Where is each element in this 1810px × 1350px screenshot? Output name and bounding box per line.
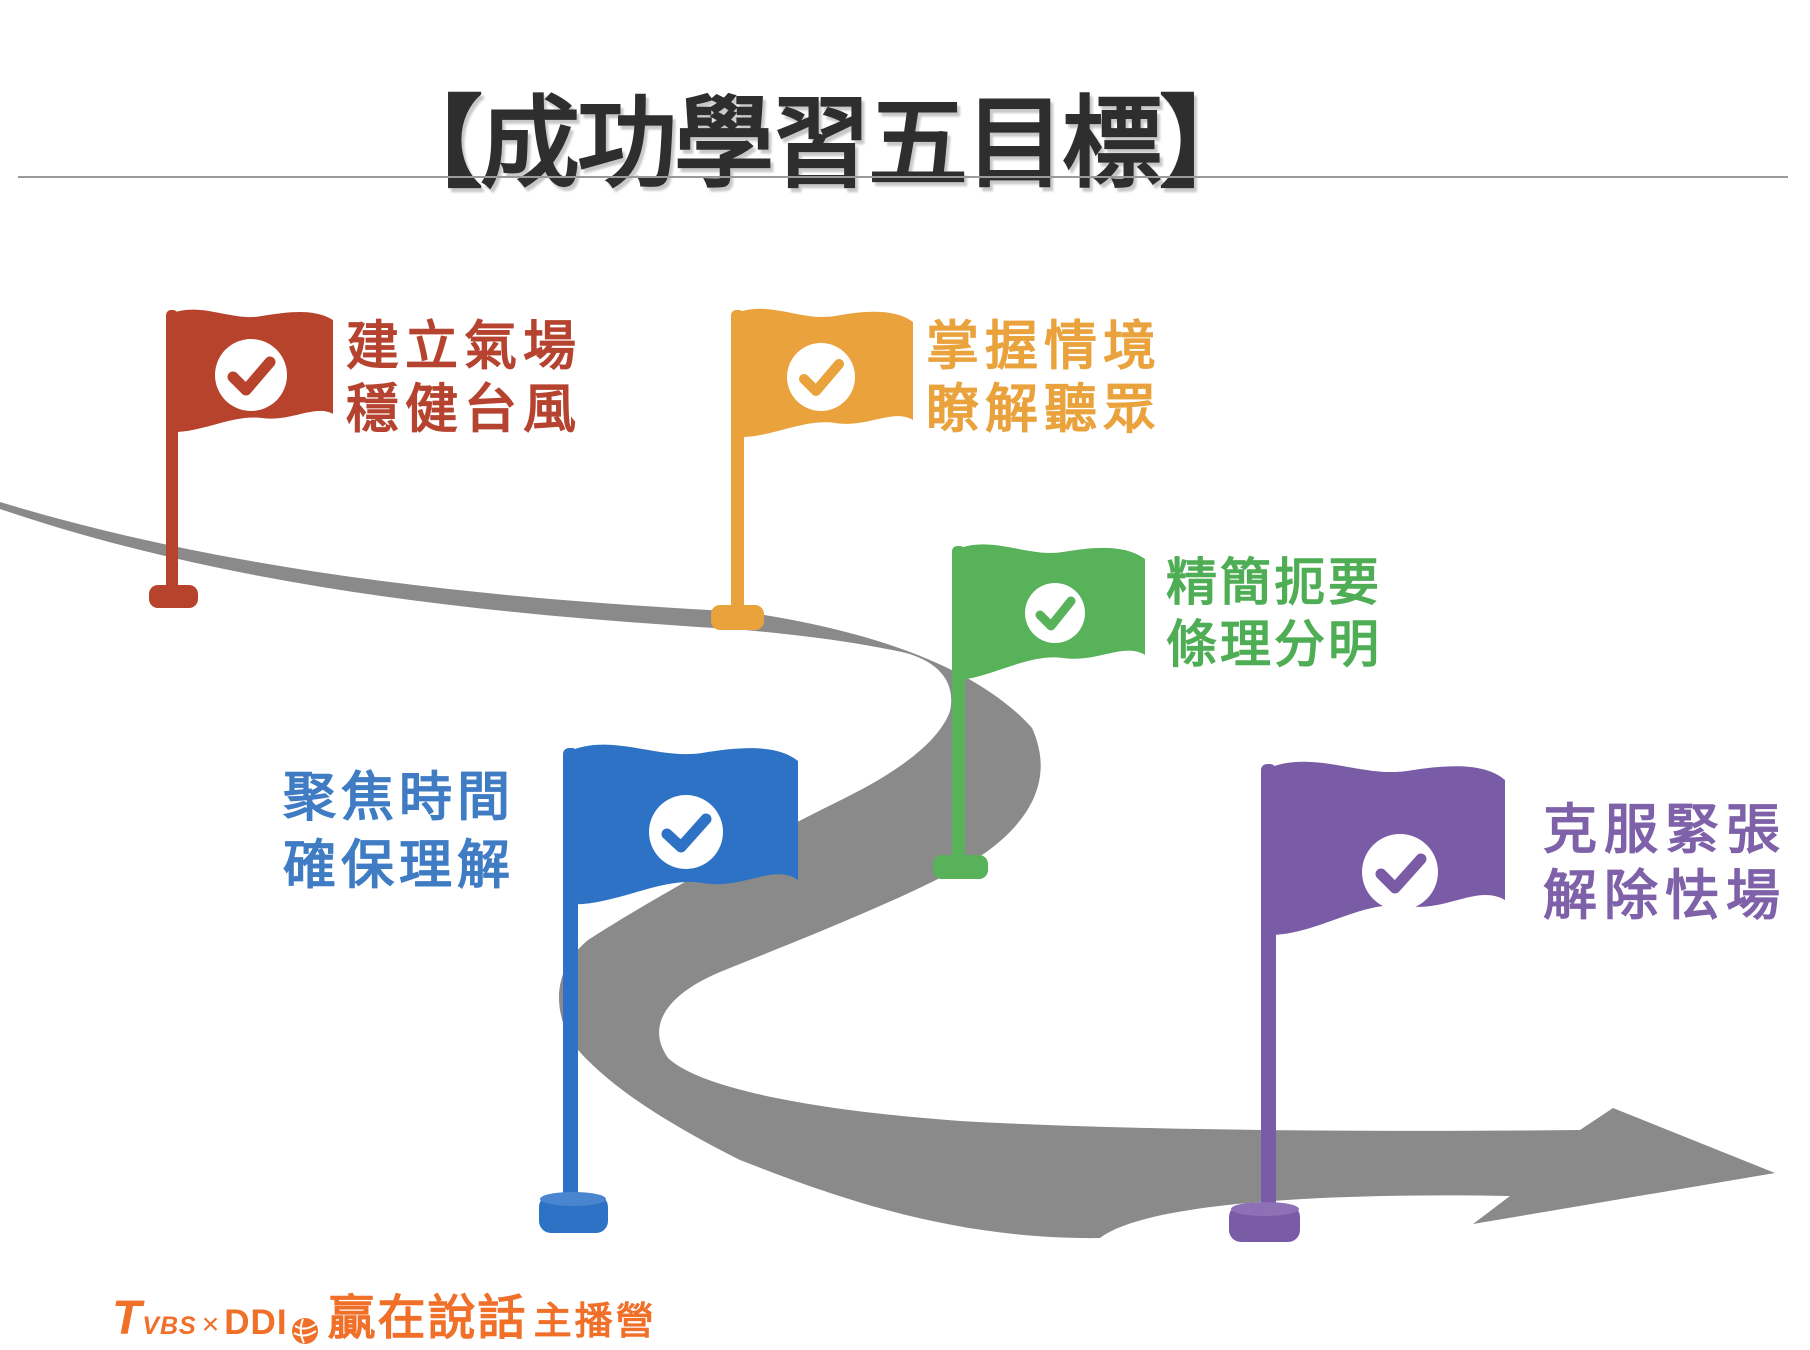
goal-label-line: 建立氣場	[346, 317, 582, 376]
tvbs-logo-text: T	[112, 1292, 142, 1345]
flag-orange	[711, 308, 913, 630]
goal-label-line: 穩健台風	[346, 380, 582, 439]
page-title: 【成功學習五目標】	[383, 88, 1259, 200]
goal-label-line: 解除怯場	[1543, 866, 1787, 926]
check-circle	[1025, 583, 1085, 643]
footer-logo: T VBS × DDI 贏在說話 主播營	[112, 1278, 657, 1348]
check-circle	[787, 343, 855, 411]
flag-base	[933, 855, 988, 879]
check-circle	[1362, 834, 1438, 910]
flag-base	[711, 605, 764, 630]
goal-label-line: 確保理解	[283, 836, 515, 895]
goal-label-line: 掌握情境	[926, 317, 1162, 376]
multiply-sign: ×	[201, 1308, 220, 1341]
flag-base	[149, 585, 198, 608]
goal-label-grasp-context: 掌握情境 瞭解聽眾	[926, 315, 1162, 441]
flag-purple	[1229, 761, 1505, 1242]
check-icon	[1375, 853, 1427, 894]
flag-green	[933, 544, 1145, 879]
goal-label-line: 條理分明	[1166, 616, 1383, 673]
check-icon	[799, 359, 844, 396]
goal-label-line: 聚焦時間	[283, 768, 515, 827]
check-icon	[1035, 596, 1076, 631]
goal-label-line: 克服緊張	[1543, 800, 1787, 860]
goal-label-concise-organized: 精簡扼要 條理分明	[1166, 552, 1382, 676]
goal-label-overcome-nervousness: 克服緊張 解除怯場	[1543, 797, 1787, 929]
goal-label-establish-presence: 建立氣場 穩健台風	[346, 315, 582, 441]
globe-icon	[291, 1318, 318, 1344]
flag-red	[149, 309, 333, 608]
ddi-logo-text: DDI	[224, 1303, 288, 1342]
tvbs-logo-text-small: VBS	[142, 1312, 197, 1340]
check-icon	[227, 356, 276, 396]
road-path-with-arrow	[0, 502, 1775, 1239]
brand-suffix: 主播營	[533, 1301, 657, 1343]
check-icon	[661, 813, 712, 853]
title-divider	[18, 176, 1788, 178]
check-circle	[649, 795, 723, 869]
goal-label-line: 瞭解聽眾	[926, 380, 1162, 439]
goal-label-line: 精簡扼要	[1166, 554, 1383, 611]
goal-label-focus-time: 聚焦時間 確保理解	[283, 764, 515, 900]
flag-base-top	[540, 1192, 606, 1206]
flag-base-top	[1231, 1202, 1299, 1216]
check-circle	[215, 339, 287, 411]
brand-name: 贏在說話	[327, 1292, 528, 1345]
flag-blue	[539, 744, 798, 1233]
